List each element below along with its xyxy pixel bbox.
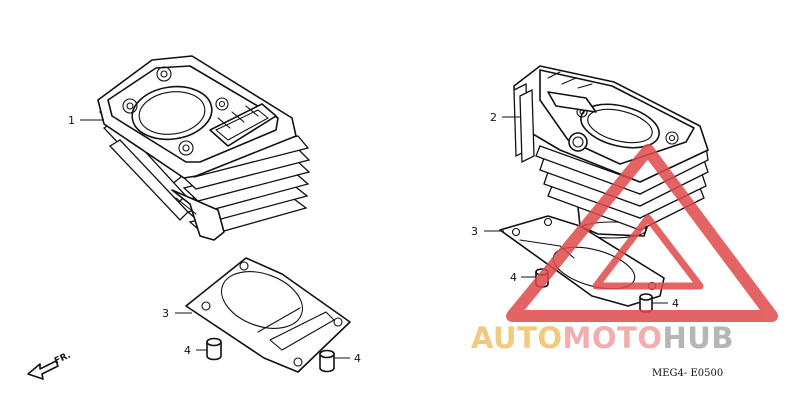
leader-lines [80, 116, 668, 359]
watermark-moto: MOTO [563, 321, 663, 355]
left-cylinder [97, 55, 311, 241]
callout-3-gasket-right: 3 [471, 225, 478, 238]
callout-4-dowel-left-b: 4 [354, 352, 361, 365]
watermark-triangle-icon [506, 144, 778, 322]
watermark-auto: AUTO [471, 321, 563, 355]
callout-4-dowel-left-a: 4 [184, 344, 191, 357]
front-direction-marker: FR. [27, 351, 72, 380]
diagram-code: MEG4- E0500 [652, 368, 723, 379]
callout-2-cylinder: 2 [490, 111, 497, 124]
callout-3-gasket-left: 3 [162, 307, 169, 320]
callout-4-dowel-right-a: 4 [510, 271, 517, 284]
watermark-text: AUTOMOTOHUB [471, 321, 734, 355]
left-dowel-a [206, 337, 222, 361]
left-gasket [185, 257, 351, 373]
watermark-hub: HUB [663, 321, 734, 355]
left-dowel-b [319, 349, 335, 373]
watermark-logo: AUTOMOTOHUB [471, 144, 778, 355]
right-dowel-b [639, 293, 653, 313]
callout-4-dowel-right-b: 4 [672, 297, 679, 310]
front-arrow-icon [27, 360, 59, 380]
callout-1-cylinder: 1 [68, 114, 75, 127]
front-label: FR. [53, 351, 72, 367]
right-cylinder [513, 65, 709, 239]
